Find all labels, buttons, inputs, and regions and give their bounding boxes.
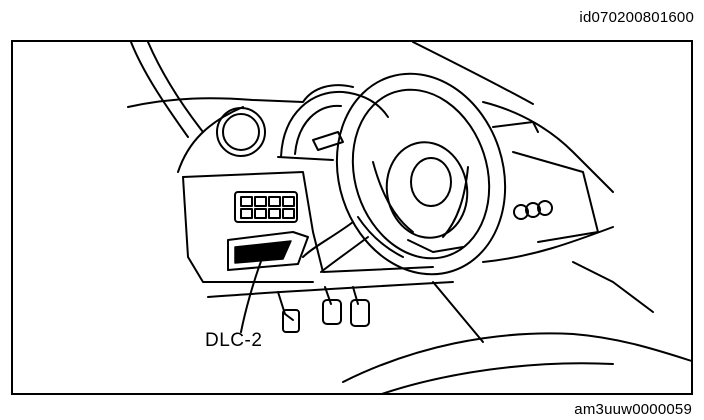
illustration-frame: [11, 40, 693, 395]
pedals: [277, 286, 370, 333]
lower-dash-panel: [182, 171, 454, 298]
callout-label-dlc2: DLC-2: [205, 330, 263, 351]
steering-wheel: [312, 72, 507, 276]
windshield-pillar: [130, 42, 534, 138]
figure-id: am3uuw0000059: [574, 401, 692, 418]
steering-column: [302, 221, 369, 273]
switch-panel: [234, 191, 298, 223]
dashboard-top: [127, 84, 614, 193]
document-id: id070200801600: [579, 9, 694, 26]
dashboard-line-drawing: [127, 42, 691, 393]
callout-leader-line: [240, 255, 264, 333]
floor-and-seat: [342, 261, 691, 393]
dlc2-connector-cover: [227, 231, 309, 271]
round-vent: [216, 107, 266, 157]
center-console: [482, 151, 614, 263]
